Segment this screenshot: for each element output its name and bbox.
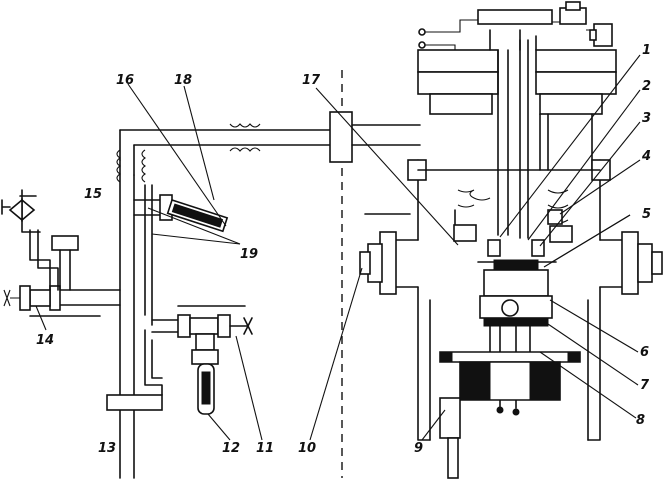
label-10: 10 <box>298 441 316 456</box>
label-5: 5 <box>642 207 651 222</box>
vacuum-line-system <box>1 123 331 479</box>
label-11: 11 <box>256 441 274 456</box>
label-13: 13 <box>98 441 116 456</box>
label-15: 15 <box>84 187 102 202</box>
label-19: 19 <box>240 247 258 262</box>
number-labels: 1 2 3 4 5 6 7 8 9 10 11 12 13 14 15 16 1… <box>36 43 651 456</box>
label-14: 14 <box>36 333 54 348</box>
label-7: 7 <box>640 378 650 393</box>
label-9: 9 <box>414 441 423 456</box>
vacuum-chamber <box>359 1 663 479</box>
label-18: 18 <box>174 73 192 88</box>
pipe-coupling <box>329 111 353 163</box>
label-8: 8 <box>636 413 645 428</box>
label-6: 6 <box>640 345 649 360</box>
label-12: 12 <box>222 441 240 456</box>
label-17: 17 <box>302 73 321 88</box>
label-3: 3 <box>642 111 651 126</box>
lower-flange <box>106 394 163 411</box>
label-4: 4 <box>641 149 651 164</box>
label-16: 16 <box>116 73 134 88</box>
leader-lines <box>35 54 641 441</box>
label-1: 1 <box>642 43 651 58</box>
label-2: 2 <box>642 79 651 94</box>
